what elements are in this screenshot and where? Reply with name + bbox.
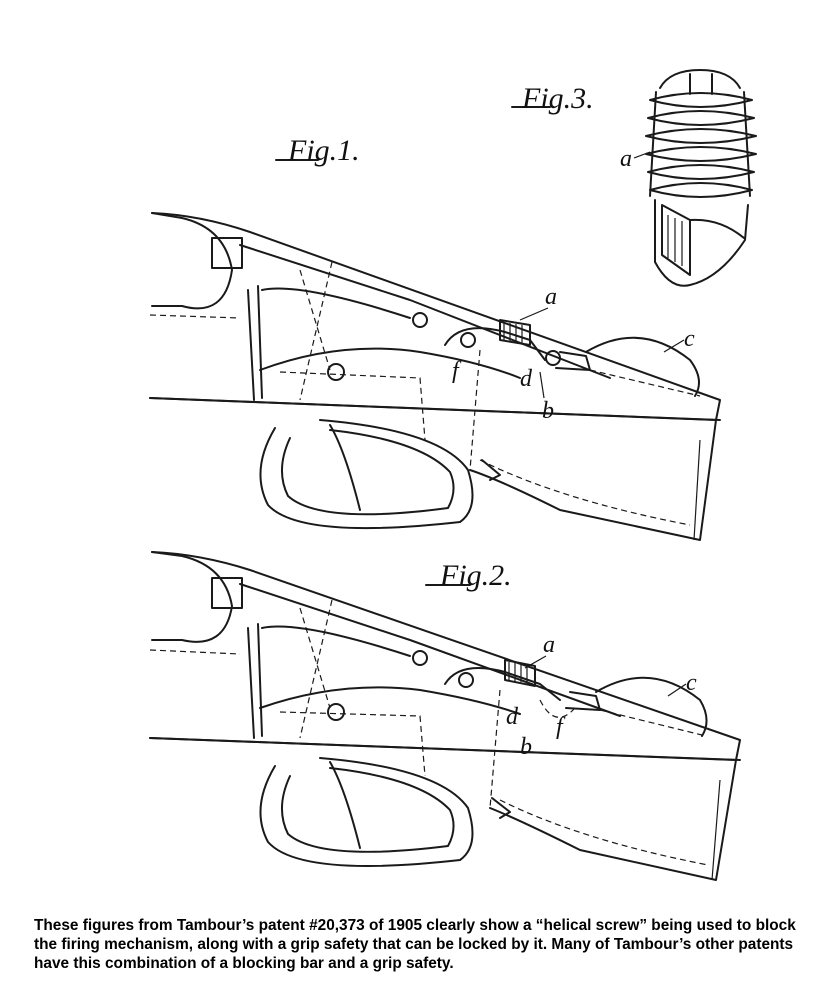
fig3-ref-a: a xyxy=(620,146,632,172)
fig1-ref-b: b xyxy=(542,398,554,424)
fig1-mechanism: Fig.1. a c xyxy=(149,134,721,541)
fig2-ref-c: c xyxy=(686,670,697,696)
figure-caption: These figures from Tambour’s patent #20,… xyxy=(34,917,796,972)
fig2-ref-b: b xyxy=(520,734,532,760)
fig2-ref-a: a xyxy=(543,632,555,658)
fig1-ref-c: c xyxy=(684,326,695,352)
fig3-label: Fig.3. xyxy=(521,82,594,115)
fig1-label: Fig.1. xyxy=(287,134,360,167)
fig1-ref-a: a xyxy=(545,284,557,310)
fig2-mechanism: Fig.2. a c d f b xyxy=(149,551,741,881)
fig1-ref-d: d xyxy=(520,366,533,392)
fig2-label: Fig.2. xyxy=(439,559,512,592)
fig2-ref-d: d xyxy=(506,704,519,730)
patent-drawing: Fig.3. a Fig.1. xyxy=(149,69,757,881)
fig1-ref-f: f xyxy=(452,358,462,384)
fig3-helical-screw: Fig.3. a xyxy=(511,69,757,287)
fig2-ref-f: f xyxy=(556,714,566,740)
